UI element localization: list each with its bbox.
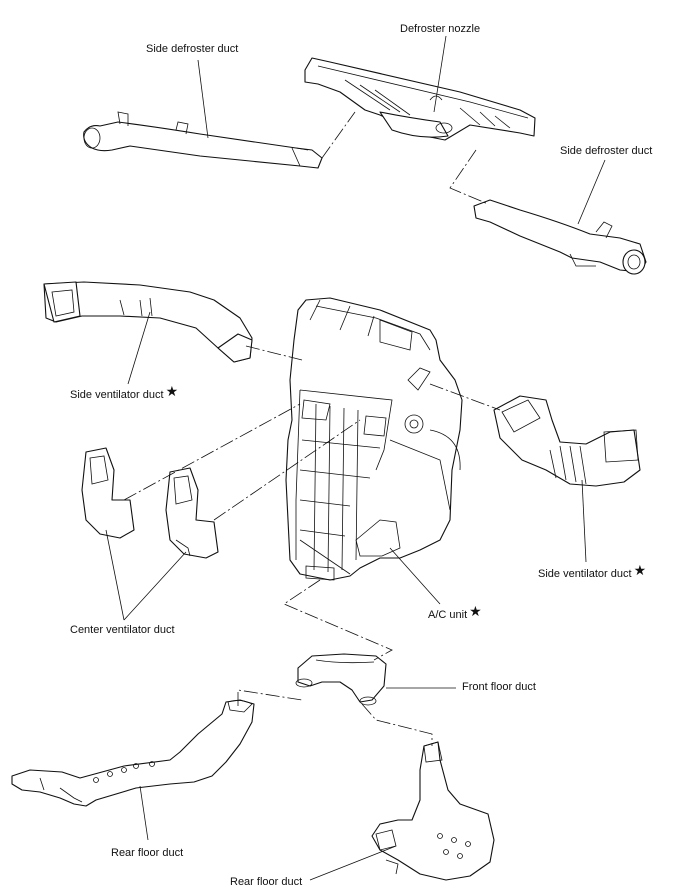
label-text: Side defroster duct: [560, 145, 653, 157]
label-text: Front floor duct: [462, 681, 536, 693]
label-text: Side defroster duct: [146, 43, 239, 55]
label-rear-floor-duct-right: Rear floor duct: [230, 876, 302, 888]
side-ventilator-duct-right-part: [493, 395, 641, 487]
label-defroster-nozzle: Defroster nozzle: [400, 23, 480, 35]
rear-floor-duct-left-part: [11, 699, 255, 807]
label-rear-floor-duct-left: Rear floor duct: [111, 847, 183, 859]
label-ac-unit: A/C unit★: [428, 603, 482, 622]
label-text: Rear floor duct: [230, 876, 303, 888]
label-front-floor-duct: Front floor duct: [462, 681, 536, 693]
center-ventilator-duct-part: [81, 447, 219, 559]
label-text: Rear floor duct: [111, 847, 184, 859]
label-side-ventilator-duct-left: Side ventilator duct★: [70, 383, 179, 402]
label-side-ventilator-duct-right: Side ventilator duct★: [538, 562, 647, 581]
side-defroster-duct-left-part: [83, 111, 323, 169]
label-text: Center ventilator duct: [70, 624, 175, 636]
front-floor-duct-part: [295, 653, 387, 706]
label-side-defroster-duct-right: Side defroster duct: [560, 145, 652, 157]
star-icon: ★: [469, 603, 482, 619]
side-ventilator-duct-left-part: [43, 281, 253, 363]
label-text: Side ventilator duct: [538, 568, 632, 580]
label-text: Side ventilator duct: [70, 389, 164, 401]
star-icon: ★: [633, 562, 647, 578]
leader-lines: [105, 35, 606, 881]
label-side-defroster-duct-left: Side defroster duct: [146, 43, 238, 55]
label-center-ventilator-duct: Center ventilator duct: [70, 624, 175, 636]
side-defroster-duct-right-part: [473, 199, 647, 275]
label-text: Defroster nozzle: [400, 23, 481, 35]
connection-lines: [123, 111, 501, 746]
ac-unit-part: [285, 297, 463, 581]
defroster-nozzle-part: [304, 57, 536, 141]
label-text: A/C unit: [428, 609, 468, 621]
rear-floor-duct-right-part: [371, 741, 495, 881]
star-icon: ★: [165, 383, 179, 399]
